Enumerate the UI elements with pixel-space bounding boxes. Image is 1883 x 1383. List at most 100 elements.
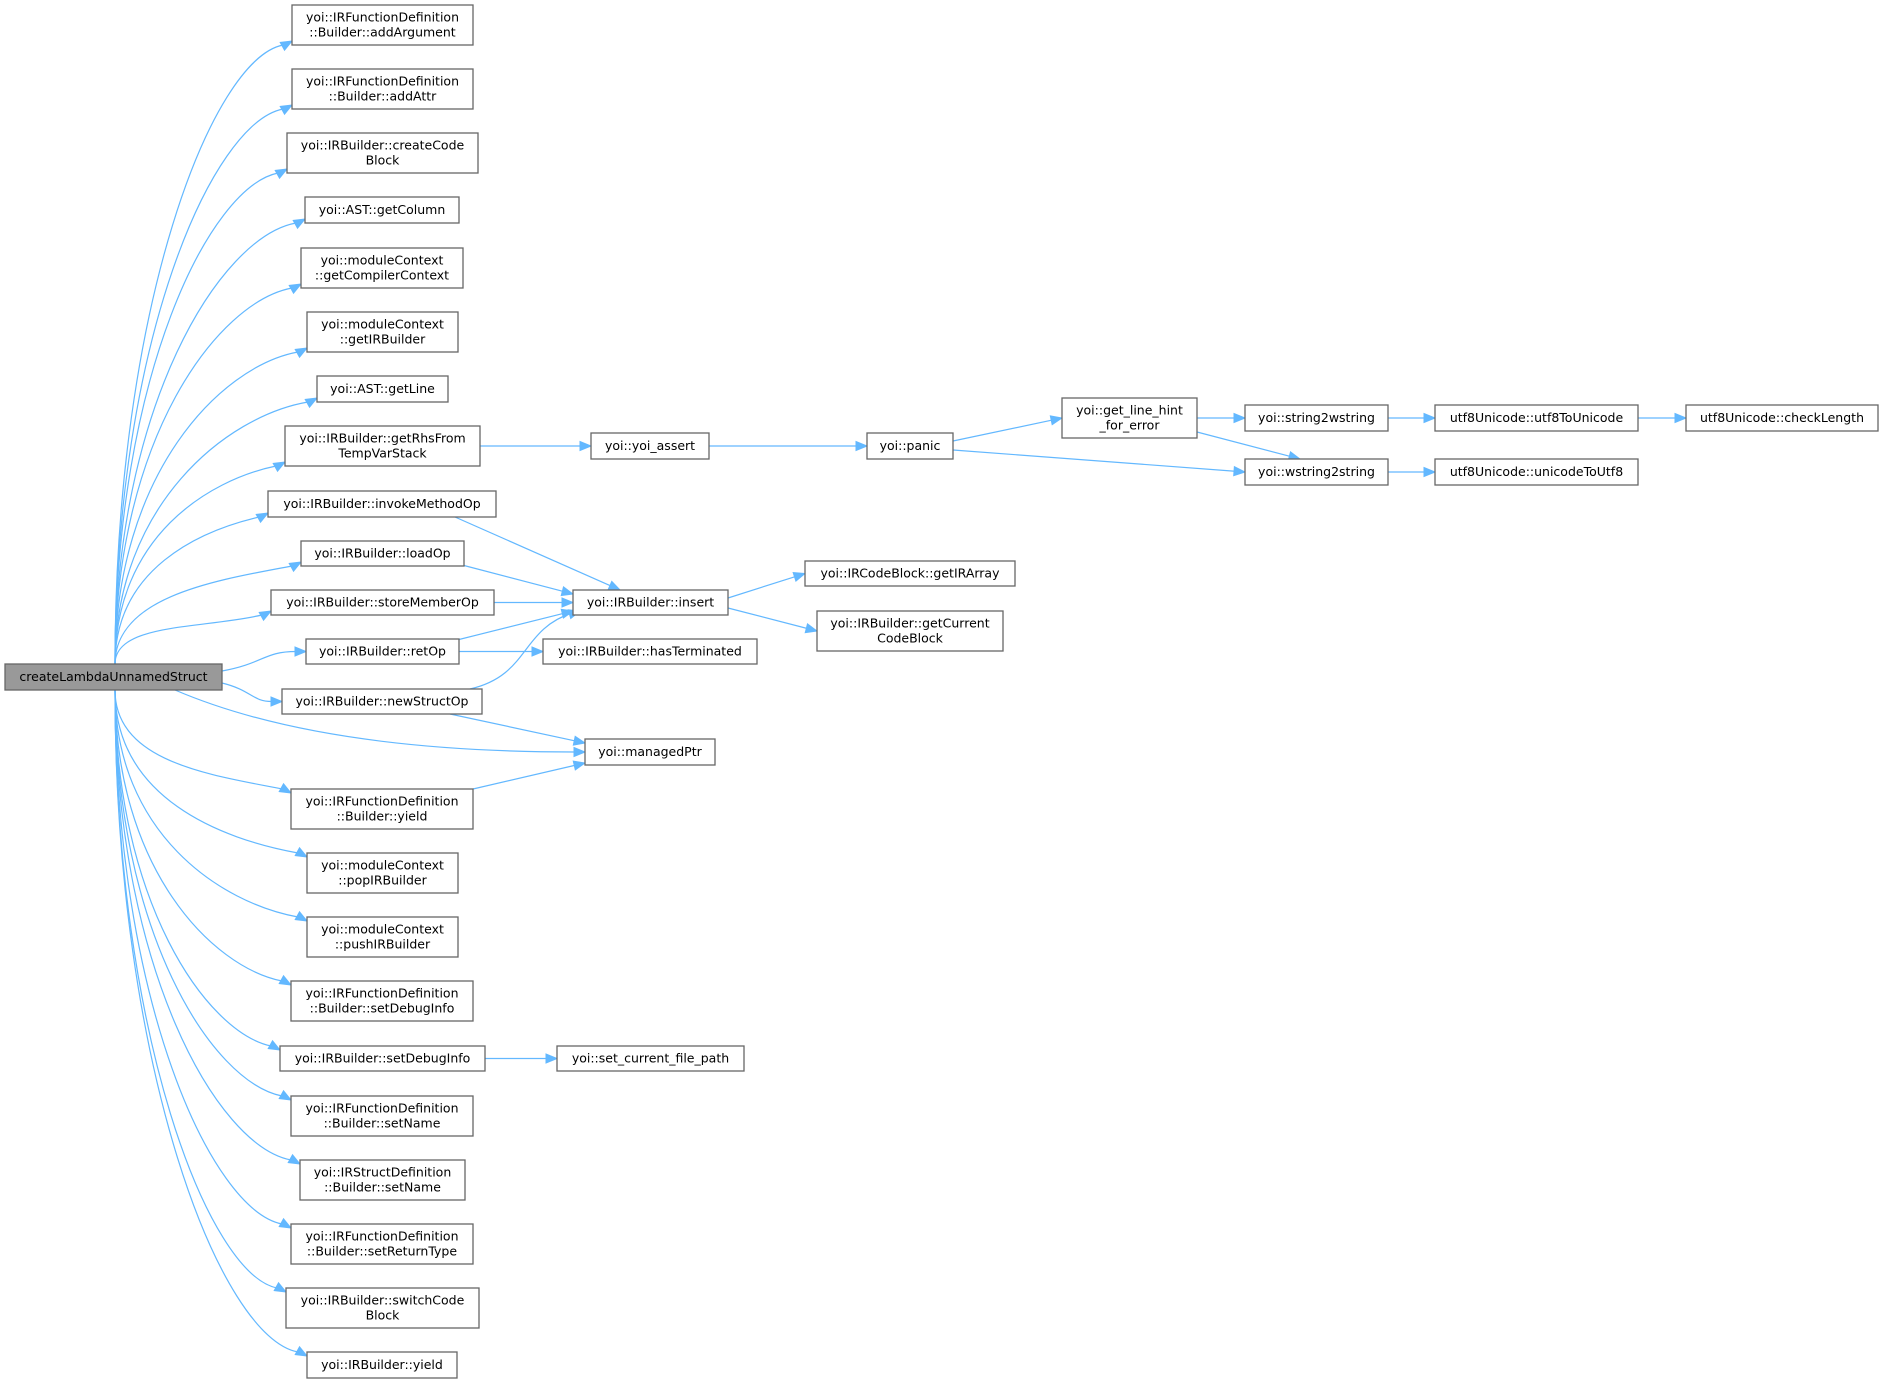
node-box (267, 490, 497, 518)
function-node-ret-op[interactable]: yoi::IRBuilder::retOp (305, 638, 460, 665)
edge-root-to-get-compiler-context (114, 283, 303, 665)
edge-line (458, 612, 564, 641)
arrowhead-icon (573, 746, 587, 758)
edge-line (952, 449, 1236, 472)
node-box (305, 638, 460, 665)
node-box (306, 1351, 458, 1379)
arrowhead-icon (304, 397, 319, 409)
function-node-get-irbuilder[interactable]: yoi::moduleContext::getIRBuilder (306, 311, 459, 353)
node-box (556, 1045, 745, 1072)
node-label: yoi::IRBuilder::retOp (319, 644, 446, 659)
function-node-yoi-assert[interactable]: yoi::yoi_assert (590, 432, 710, 460)
node-box (590, 432, 710, 460)
edge-load-op-to-insert (463, 564, 575, 597)
edge-root-to-ret-op (221, 646, 308, 672)
node-box (804, 560, 1016, 587)
node-box (306, 311, 459, 353)
arrowhead-icon (561, 597, 575, 608)
arrowhead-icon (1049, 415, 1064, 426)
function-node-new-struct-op[interactable]: yoi::IRBuilder::newStructOp (281, 688, 483, 715)
function-node-panic[interactable]: yoi::panic (866, 432, 954, 460)
function-node-managed-ptr[interactable]: yoi::managedPtr (584, 738, 716, 766)
node-box (4, 663, 223, 691)
arrowhead-icon (287, 1153, 302, 1165)
function-node-has-terminated[interactable]: yoi::IRBuilder::hasTerminated (542, 638, 758, 665)
node-label: CodeBlock (877, 631, 944, 646)
edge-root-to-get-line (114, 397, 319, 665)
function-node-load-op[interactable]: yoi::IRBuilder::loadOp (300, 540, 465, 567)
edge-insert-to-get-current-code-block (727, 607, 819, 634)
node-label: yoi::IRBuilder::yield (321, 1357, 443, 1372)
edge-ret-op-to-has-terminated (458, 646, 545, 657)
edge-wstring2string-to-unicode-to-utf8 (1388, 466, 1437, 478)
function-node-unicode-to-utf8[interactable]: utf8Unicode::unicodeToUtf8 (1434, 458, 1639, 486)
arrowhead-icon (294, 846, 309, 858)
edge-get-line-hint-to-wstring2string (1196, 431, 1302, 462)
node-label: ::Builder::setName (324, 1180, 441, 1195)
arrowhead-icon (267, 1039, 282, 1051)
edge-root-to-add-argument (114, 40, 294, 665)
function-node-fd-set-name[interactable]: yoi::IRFunctionDefinition::Builder::setN… (290, 1095, 474, 1137)
node-label: yoi::IRFunctionDefinition (306, 74, 459, 89)
node-label: yoi::IRFunctionDefinition (305, 1229, 458, 1244)
function-node-string2wstring[interactable]: yoi::string2wstring (1244, 404, 1389, 432)
arrowhead-icon (274, 168, 289, 180)
function-node-utf8-to-unicode[interactable]: utf8Unicode::utf8ToUnicode (1434, 404, 1639, 432)
node-label: yoi::AST::getColumn (319, 202, 446, 217)
node-label: ::getCompilerContext (315, 268, 449, 283)
arrowhead-icon (294, 910, 309, 922)
function-node-insert[interactable]: yoi::IRBuilder::insert (572, 589, 729, 616)
arrowhead-icon (804, 623, 819, 634)
edge-line (221, 682, 273, 703)
function-node-check-length[interactable]: utf8Unicode::checkLength (1685, 404, 1879, 432)
node-box (291, 4, 474, 46)
node-label: ::Builder::setName (324, 1116, 441, 1131)
function-node-irb-set-debug-info[interactable]: yoi::IRBuilder::setDebugInfo (279, 1045, 486, 1072)
arrowhead-icon (278, 974, 293, 986)
node-label: yoi::IRFunctionDefinition (305, 986, 458, 1001)
edge-line (114, 689, 283, 790)
edge-root-to-get-irbuilder (114, 347, 309, 665)
function-node-wstring2string[interactable]: yoi::wstring2string (1244, 458, 1389, 486)
node-label: yoi::panic (880, 438, 941, 453)
edge-root-to-irb-yield (114, 689, 309, 1357)
node-label: ::Builder::addAttr (329, 89, 437, 104)
function-node-irb-yield[interactable]: yoi::IRBuilder::yield (306, 1351, 458, 1379)
edge-root-to-load-op (114, 561, 303, 665)
node-box (290, 1223, 474, 1265)
node-box (299, 1159, 466, 1201)
function-node-fd-yield[interactable]: yoi::IRFunctionDefinition::Builder::yiel… (290, 788, 474, 830)
edge-line (472, 764, 576, 790)
node-label: ::Builder::setDebugInfo (310, 1001, 455, 1016)
function-node-invoke-method-op[interactable]: yoi::IRBuilder::invokeMethodOp (267, 490, 497, 518)
arrowhead-icon (278, 1217, 293, 1229)
edge-root-to-fd-yield (114, 689, 293, 794)
node-label: ::Builder::yield (337, 809, 428, 824)
function-node-get-column[interactable]: yoi::AST::getColumn (304, 196, 460, 224)
node-label: ::popIRBuilder (338, 873, 427, 888)
function-node-push-irbuilder[interactable]: yoi::moduleContext::pushIRBuilder (306, 916, 459, 958)
function-node-fd-set-debug-info[interactable]: yoi::IRFunctionDefinition::Builder::setD… (290, 980, 474, 1022)
root-function-node[interactable]: createLambdaUnnamedStruct (4, 663, 223, 691)
edge-get-line-hint-to-string2wstring (1197, 412, 1247, 424)
function-node-pop-irbuilder[interactable]: yoi::moduleContext::popIRBuilder (306, 852, 459, 894)
function-node-get-line-hint[interactable]: yoi::get_line_hint_for_error (1061, 397, 1198, 439)
function-node-fd-set-return-type[interactable]: yoi::IRFunctionDefinition::Builder::setR… (290, 1223, 474, 1265)
function-node-add-argument[interactable]: yoi::IRFunctionDefinition::Builder::addA… (291, 4, 474, 46)
edge-line (114, 614, 263, 665)
function-node-add-attr[interactable]: yoi::IRFunctionDefinition::Builder::addA… (291, 68, 474, 110)
function-node-set-current-file-path[interactable]: yoi::set_current_file_path (556, 1045, 745, 1072)
node-label: utf8Unicode::unicodeToUtf8 (1450, 464, 1623, 479)
edge-line (114, 689, 299, 1353)
function-node-get-compiler-context[interactable]: yoi::moduleContext::getCompilerContext (300, 247, 464, 289)
function-node-store-member-op[interactable]: yoi::IRBuilder::storeMemberOp (270, 589, 495, 616)
arrowhead-icon (273, 1281, 288, 1293)
function-node-get-line[interactable]: yoi::AST::getLine (316, 375, 449, 403)
function-node-sd-set-name[interactable]: yoi::IRStructDefinition::Builder::setNam… (299, 1159, 466, 1201)
function-node-get-irarray[interactable]: yoi::IRCodeBlock::getIRArray (804, 560, 1016, 587)
edge-root-to-get-column (114, 218, 307, 665)
